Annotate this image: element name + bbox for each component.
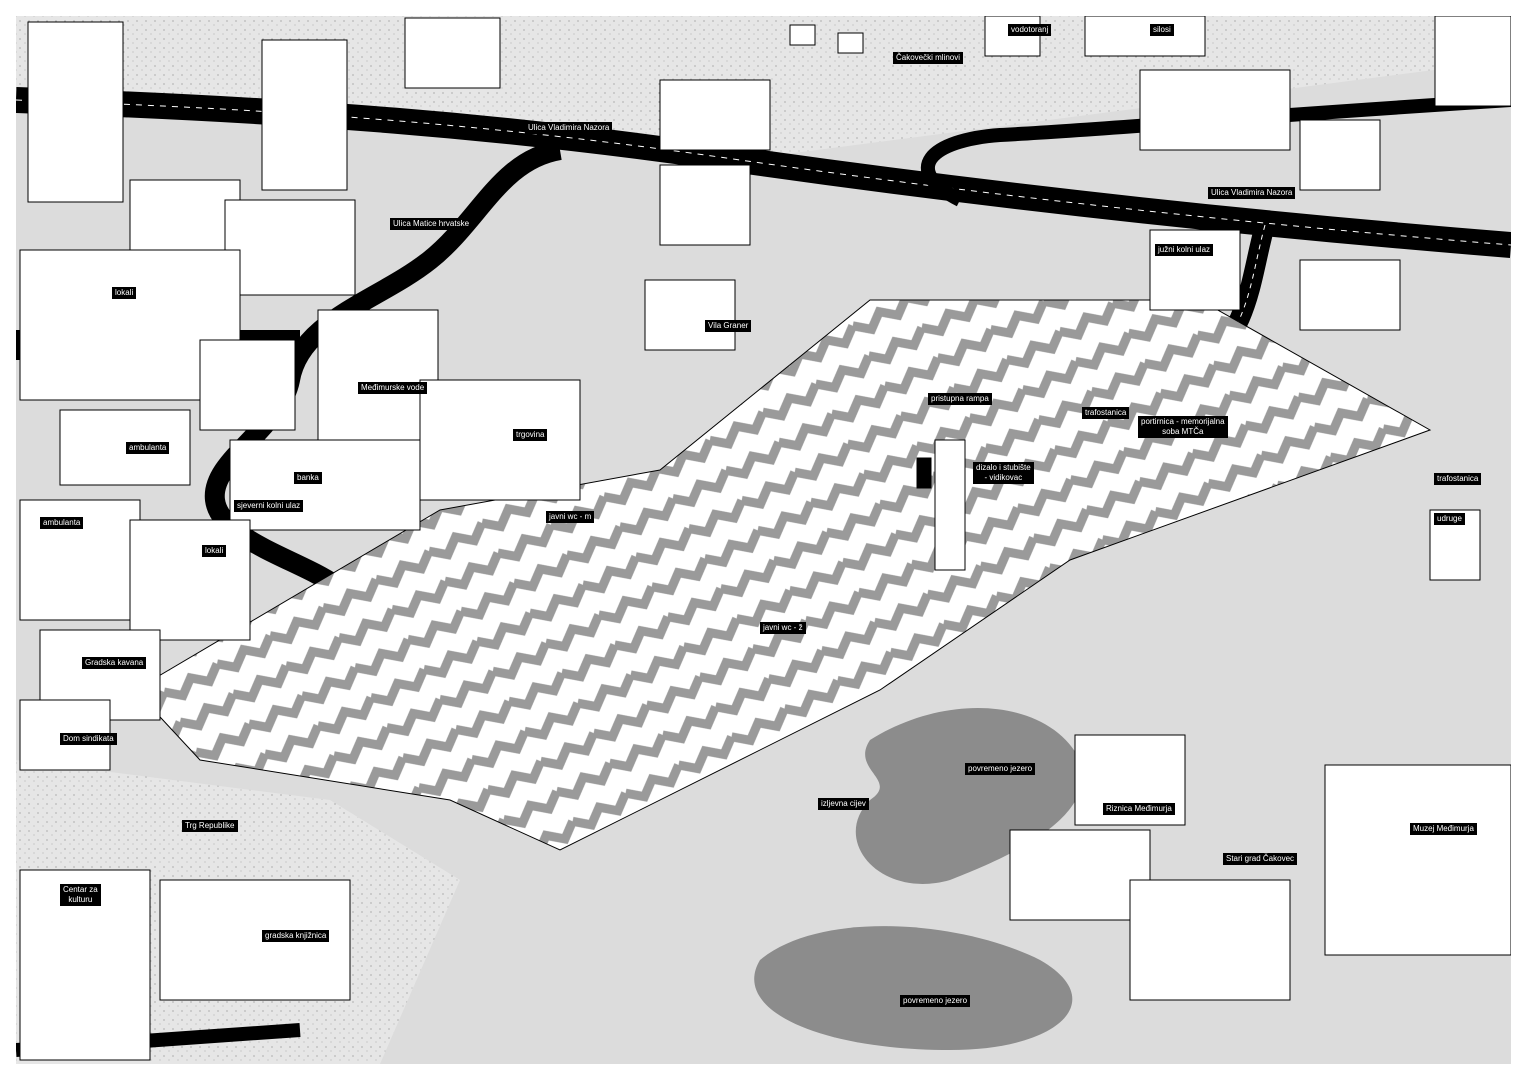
label-javni-wc-z: javni wc - ž [760, 622, 806, 634]
label-silosi: silosi [1150, 24, 1174, 36]
label-line: dizalo i stubište [976, 463, 1031, 472]
label-dom-sindikata: Dom sindikata [60, 733, 117, 745]
site-axonometric-drawing: vodotoranj silosi Čakovečki mlinovi Ulic… [16, 16, 1511, 1064]
site-plan-graphic [16, 16, 1511, 1064]
label-povremeno-jezero: povremeno jezero [965, 763, 1036, 775]
label-vila-graner: Vila Graner [705, 320, 752, 332]
label-line: Centar za [63, 885, 98, 894]
zigzag-plaza [134, 299, 1432, 851]
label-riznica-medimurja: Riznica Međimurja [1103, 803, 1175, 815]
label-trg-republike: Trg Republike [182, 820, 238, 832]
label-ambulanta: ambulanta [126, 442, 170, 454]
label-izljevna-cijev: izljevna cijev [818, 798, 869, 810]
label-lokali: lokali [112, 287, 137, 299]
label-lokali-south: lokali [202, 545, 227, 557]
label-udruge: udruge [1434, 513, 1465, 525]
label-trafostanica-east: trafostanica [1434, 473, 1482, 485]
label-muzej-medimurja: Muzej Međimurja [1410, 823, 1477, 835]
label-banka: banka [294, 472, 322, 484]
seasonal-lake-2 [754, 926, 1073, 1050]
label-cakovecki-mlinovi: Čakovečki mlinovi [893, 52, 964, 64]
label-line: kulturu [68, 895, 93, 904]
label-vodotoranj: vodotoranj [1008, 24, 1052, 36]
label-line: - vidikovac [984, 473, 1023, 482]
label-juzni-kolni-ulaz: južni kolni ulaz [1155, 244, 1214, 256]
label-povremeno-jezero-south: povremeno jezero [900, 995, 971, 1007]
label-line: soba MTČa [1162, 427, 1204, 436]
label-stari-grad-cakovec: Stari grad Čakovec [1223, 853, 1298, 865]
label-dizalo-vidikovac: dizalo i stubište- vidikovac [973, 462, 1034, 484]
label-pristupna-rampa: pristupna rampa [928, 393, 992, 405]
label-trgovina: trgovina [513, 429, 548, 441]
buildings [19, 16, 1511, 1061]
label-gradska-kavana: Gradska kavana [82, 657, 147, 669]
label-sjeverni-kolni-ulaz: sjeverni kolni ulaz [234, 500, 304, 512]
label-ambulanta-west: ambulanta [40, 517, 84, 529]
label-gradska-knjiznica: gradska knjižnica [262, 930, 330, 942]
label-javni-wc-m: javni wc - m [546, 511, 595, 523]
label-medimurske-vode: Međimurske vode [358, 382, 428, 394]
label-trafostanica: trafostanica [1082, 407, 1130, 419]
label-line: portirnica - memorijalna [1141, 417, 1225, 426]
label-ulica-matice-hrvatske: Ulica Matice hrvatske [390, 218, 473, 230]
label-ulica-vladimira-nazora: Ulica Vladimira Nazora [525, 122, 613, 134]
label-ulica-vladimira-nazora-east: Ulica Vladimira Nazora [1208, 187, 1296, 199]
